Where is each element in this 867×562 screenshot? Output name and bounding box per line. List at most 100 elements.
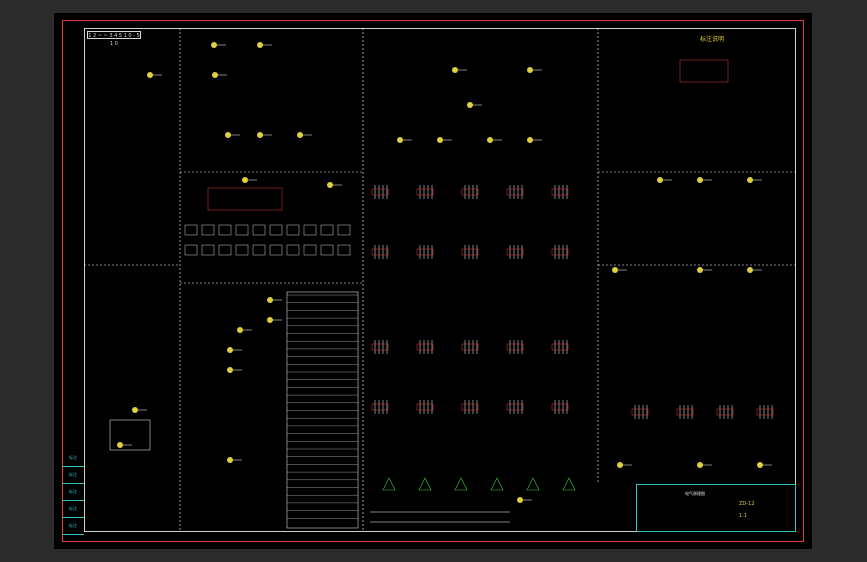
indicator-lamp [327, 182, 333, 188]
contact-highlight [551, 343, 569, 351]
contact-highlight [506, 403, 524, 411]
relay-coil [286, 224, 300, 236]
indicator-lamp [467, 102, 473, 108]
contact-highlight [716, 408, 734, 416]
diode-symbol [562, 477, 576, 491]
contact-highlight [416, 403, 434, 411]
indicator-lamp [397, 137, 403, 143]
io-table [286, 291, 359, 529]
plc-module [207, 187, 283, 211]
contact-highlight [371, 188, 389, 196]
relay-coil [252, 244, 266, 256]
indicator-lamp [747, 177, 753, 183]
contact-highlight [676, 408, 694, 416]
title-block-title: 电气原理图 [685, 491, 705, 496]
diode-symbol [526, 477, 540, 491]
relay-coil [184, 224, 198, 236]
contact-highlight [551, 188, 569, 196]
indicator-lamp [757, 462, 763, 468]
indicator-lamp [212, 72, 218, 78]
drawing-tag: 1 2 ~ ~ 3 4 5 1 0 - 5 1 0 [87, 31, 141, 47]
indicator-lamp [147, 72, 153, 78]
indicator-lamp [487, 137, 493, 143]
indicator-lamp [517, 497, 523, 503]
relay-coil [184, 244, 198, 256]
contact-highlight [461, 248, 479, 256]
indicator-lamp [657, 177, 663, 183]
indicator-lamp [225, 132, 231, 138]
relay-coil [201, 244, 215, 256]
indicator-lamp [257, 42, 263, 48]
indicator-lamp [267, 297, 273, 303]
transformer-box [109, 419, 151, 451]
title-block-code: ZD-12 [739, 501, 755, 507]
indicator-lamp [527, 67, 533, 73]
drawing-outer-frame [62, 20, 804, 542]
relay-coil [337, 244, 351, 256]
contact-highlight [416, 343, 434, 351]
indicator-lamp [227, 457, 233, 463]
power-module [679, 59, 729, 83]
indicator-lamp [612, 267, 618, 273]
contact-highlight [506, 248, 524, 256]
indicator-lamp [257, 132, 263, 138]
indicator-lamp [267, 317, 273, 323]
indicator-lamp [747, 267, 753, 273]
indicator-lamp [437, 137, 443, 143]
indicator-lamp [227, 367, 233, 373]
relay-coil [201, 224, 215, 236]
contact-highlight [461, 188, 479, 196]
title-block: 电气原理图 ZD-12 1:1 [636, 484, 796, 532]
indicator-lamp [242, 177, 248, 183]
contact-highlight [506, 343, 524, 351]
indicator-lamp [237, 327, 243, 333]
relay-coil [303, 224, 317, 236]
drawing-sheet [54, 13, 812, 549]
indicator-lamp [527, 137, 533, 143]
indicator-lamp [211, 42, 217, 48]
relay-coil [252, 224, 266, 236]
indicator-lamp [452, 67, 458, 73]
contact-highlight [461, 343, 479, 351]
relay-coil [337, 224, 351, 236]
contact-highlight [371, 248, 389, 256]
indicator-lamp [227, 347, 233, 353]
relay-coil [218, 224, 232, 236]
diode-symbol [382, 477, 396, 491]
contact-highlight [416, 248, 434, 256]
relay-coil [320, 244, 334, 256]
contact-highlight [416, 188, 434, 196]
relay-coil [235, 244, 249, 256]
indicator-lamp [132, 407, 138, 413]
drawing-inner-frame [84, 28, 796, 532]
contact-highlight [551, 403, 569, 411]
schematic-symbols [109, 42, 774, 529]
diode-symbol [454, 477, 468, 491]
relay-coil [218, 244, 232, 256]
contact-highlight [756, 408, 774, 416]
contact-highlight [506, 188, 524, 196]
indicator-lamp [617, 462, 623, 468]
title-block-scale: 1:1 [739, 513, 748, 519]
contact-highlight [371, 403, 389, 411]
legend-row: 标注 [62, 501, 84, 518]
contact-highlight [371, 343, 389, 351]
relay-coil [303, 244, 317, 256]
indicator-lamp [117, 442, 123, 448]
contact-highlight [551, 248, 569, 256]
indicator-lamp [297, 132, 303, 138]
indicator-lamp [697, 177, 703, 183]
diode-symbol [490, 477, 504, 491]
contact-highlight [461, 403, 479, 411]
legend-row: 标注 [62, 450, 84, 467]
legend-row: 标注 [62, 467, 84, 484]
diode-symbol [418, 477, 432, 491]
relay-coil [269, 224, 283, 236]
legend-row: 标注 [62, 484, 84, 501]
relay-coil [269, 244, 283, 256]
header-note: 标注说明 [700, 36, 725, 43]
relay-coil [286, 244, 300, 256]
region-dividers [84, 28, 796, 532]
